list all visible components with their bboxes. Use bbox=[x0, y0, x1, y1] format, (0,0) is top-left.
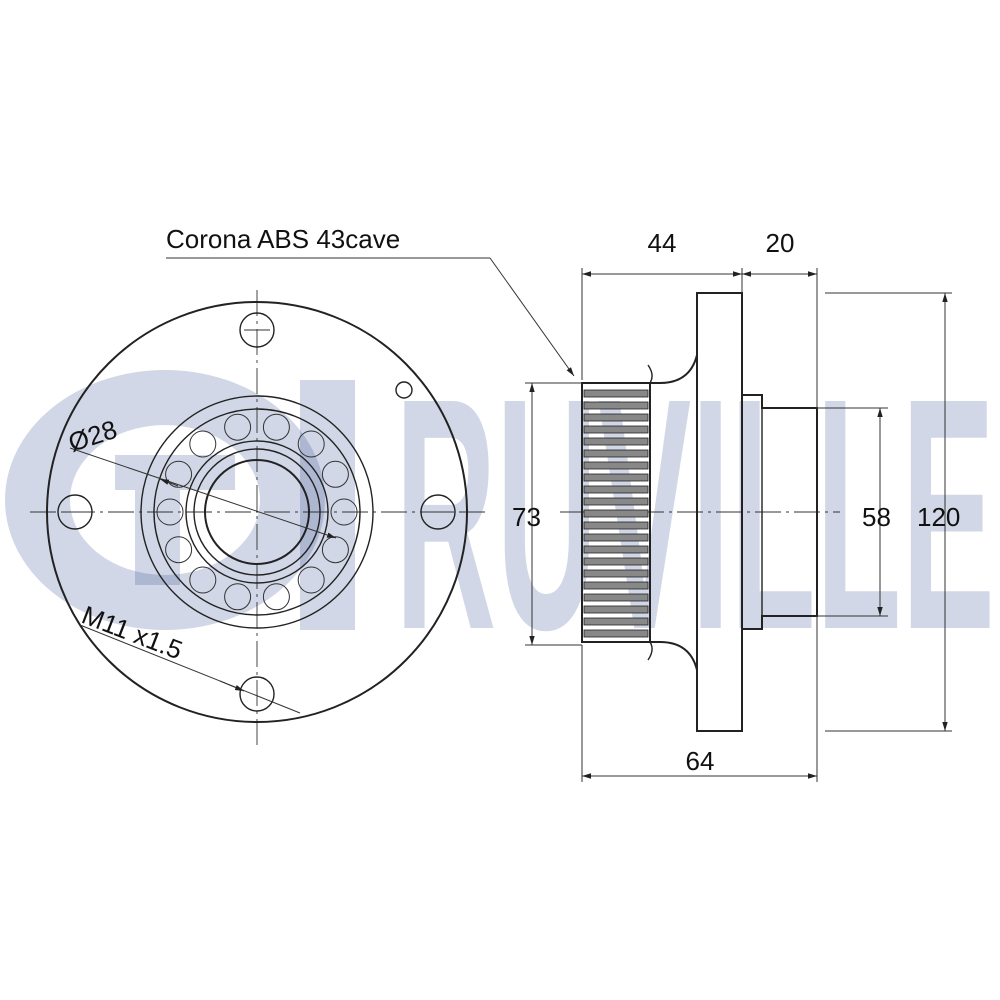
abs-tooth bbox=[583, 401, 649, 410]
bearing-rollers bbox=[156, 413, 358, 611]
bearing-roller bbox=[165, 460, 193, 488]
abs-tooth bbox=[583, 497, 649, 506]
abs-tooth bbox=[583, 425, 649, 434]
hub-width-label: 44 bbox=[648, 228, 677, 258]
abs-tooth bbox=[583, 473, 649, 482]
abs-tooth bbox=[583, 389, 649, 398]
stud-hole-bottom bbox=[239, 676, 275, 712]
bearing-roller bbox=[330, 498, 358, 526]
bearing-outer-race bbox=[153, 408, 361, 616]
bearing-roller bbox=[321, 460, 349, 488]
stud-hole-left bbox=[57, 494, 93, 530]
bearing-roller bbox=[262, 413, 290, 441]
abs-tooth bbox=[583, 569, 649, 578]
ruville-watermark: RUVILLE bbox=[5, 329, 995, 698]
bearing-roller bbox=[262, 583, 290, 611]
stud-thread-leader bbox=[79, 624, 301, 714]
side-flange bbox=[696, 292, 743, 732]
flange-outline bbox=[46, 301, 468, 723]
abs-tooth bbox=[583, 617, 649, 626]
flange-diameter-label: 120 bbox=[917, 502, 960, 532]
side-spigot bbox=[742, 394, 818, 630]
bearing-roller bbox=[156, 498, 184, 526]
abs-tooth bbox=[583, 437, 649, 446]
abs-tooth bbox=[583, 485, 649, 494]
bearing-roller bbox=[189, 430, 217, 458]
abs-tooth bbox=[583, 593, 649, 602]
abs-tooth bbox=[583, 413, 649, 422]
ring-diameter-label: 73 bbox=[512, 502, 541, 532]
side-hub-neck bbox=[650, 354, 698, 671]
abs-tooth bbox=[583, 449, 649, 458]
abs-tooth bbox=[583, 605, 649, 614]
abs-tooth bbox=[583, 521, 649, 530]
bore-diameter-leader bbox=[69, 447, 337, 539]
abs-tooth bbox=[583, 533, 649, 542]
bearing-roller bbox=[189, 566, 217, 594]
bearing-roller bbox=[165, 536, 193, 564]
bearing-inner-ring bbox=[193, 448, 321, 576]
side-view: 44 20 64 73 58 120 Corona ABS 43cave bbox=[166, 224, 960, 782]
stud-hole-right bbox=[420, 494, 456, 530]
abs-tooth bbox=[583, 509, 649, 518]
bearing-inner-race bbox=[185, 440, 329, 584]
watermark-text: RUVILLE bbox=[395, 329, 995, 698]
stud-hole-top bbox=[239, 312, 275, 348]
ruville-emblem-icon bbox=[5, 370, 355, 630]
abs-leader bbox=[489, 257, 575, 377]
bearing-outer-ring bbox=[140, 395, 374, 629]
bearing-roller bbox=[297, 566, 325, 594]
abs-tooth bbox=[583, 629, 649, 638]
locating-hole bbox=[395, 381, 413, 399]
spigot-diameter-label: 58 bbox=[862, 502, 891, 532]
abs-tooth bbox=[583, 557, 649, 566]
abs-tooth bbox=[583, 461, 649, 470]
bearing-roller bbox=[297, 430, 325, 458]
abs-ring-label: Corona ABS 43cave bbox=[166, 224, 400, 254]
total-width-label: 64 bbox=[686, 746, 715, 776]
bearing-roller bbox=[224, 583, 252, 611]
flange-width-label: 20 bbox=[766, 228, 795, 258]
bearing-roller bbox=[224, 413, 252, 441]
abs-tooth bbox=[583, 581, 649, 590]
center-bore bbox=[204, 459, 310, 565]
abs-ring-teeth bbox=[583, 389, 649, 638]
abs-tooth bbox=[583, 545, 649, 554]
